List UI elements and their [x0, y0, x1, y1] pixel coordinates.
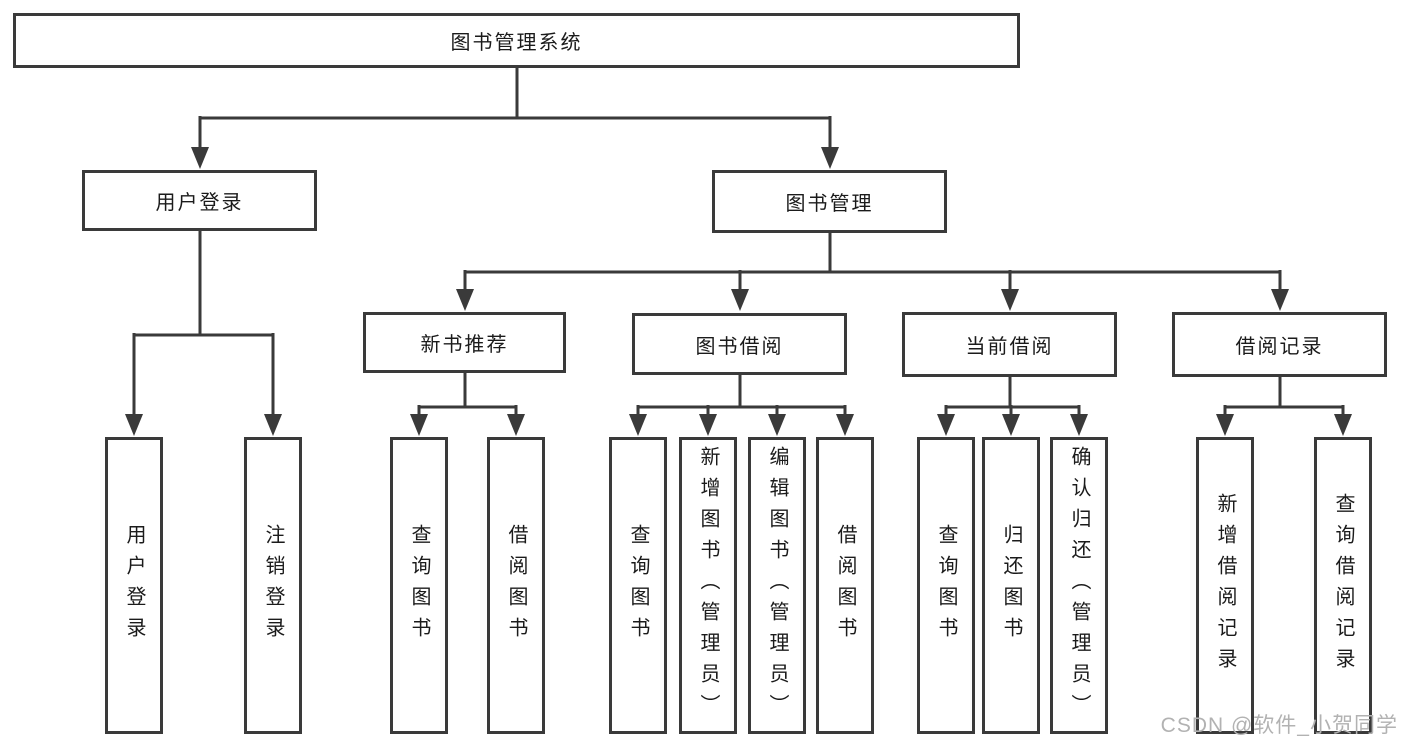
node-book-borrowing: 图书借阅	[632, 313, 847, 375]
leaf-current-return-books: 归还图书	[982, 437, 1040, 734]
connector-borrowing-records-to-leaves	[1216, 376, 1352, 436]
leaf-borrowing-query-books: 查询图书	[609, 437, 667, 734]
leaf-borrowing-borrow-books: 借阅图书	[816, 437, 874, 734]
connector-book-borrowing-to-leaves	[629, 374, 854, 436]
leaf-newbook-borrow-books: 借阅图书	[487, 437, 545, 734]
node-borrowing-records: 借阅记录	[1172, 312, 1387, 377]
leaf-records-query-record: 查询借阅记录	[1314, 437, 1372, 734]
connector-new-book-to-leaves	[410, 372, 525, 436]
leaf-newbook-query-books: 查询图书	[390, 437, 448, 734]
connector-current-borrowing-to-leaves	[937, 376, 1088, 436]
connector-root-to-level2	[191, 68, 839, 169]
leaf-user-login: 用户登录	[105, 437, 163, 734]
node-library-system-root: 图书管理系统	[13, 13, 1020, 68]
node-user-login: 用户登录	[82, 170, 317, 231]
leaf-current-query-books: 查询图书	[917, 437, 975, 734]
connector-book-management-to-level3	[456, 232, 1289, 311]
leaf-borrowing-add-books-admin: 新增图书（管理员）	[679, 437, 737, 734]
node-current-borrowing: 当前借阅	[902, 312, 1117, 377]
leaf-current-confirm-return-admin: 确认归还（管理员）	[1050, 437, 1108, 734]
node-book-management: 图书管理	[712, 170, 947, 233]
node-new-book-recommendation: 新书推荐	[363, 312, 566, 373]
connector-user-login-to-leaves	[125, 230, 282, 436]
csdn-watermark: CSDN @软件_小贺同学	[1160, 714, 1398, 737]
leaf-borrowing-edit-books-admin: 编辑图书（管理员）	[748, 437, 806, 734]
leaf-records-add-record: 新增借阅记录	[1196, 437, 1254, 734]
leaf-logout: 注销登录	[244, 437, 302, 734]
